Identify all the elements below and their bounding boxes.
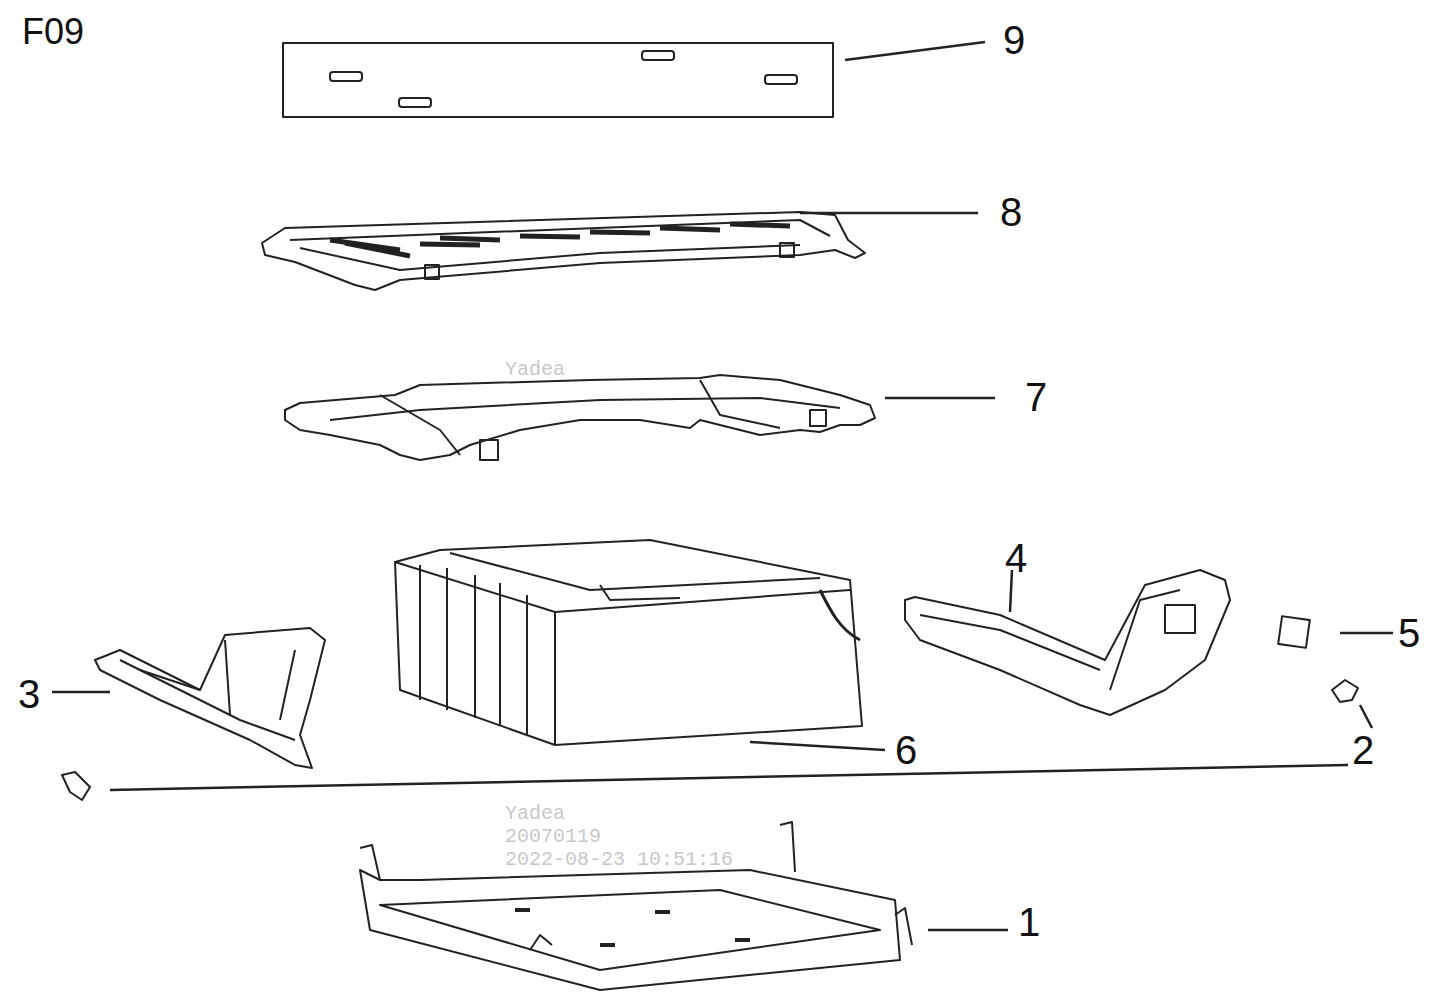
callout-number: 6 [895,730,917,770]
callout-number: 2 [1352,730,1374,770]
watermark: Yadea [505,360,565,380]
clip [62,772,90,800]
top-cover [262,212,865,290]
callout-number: 5 [1398,613,1420,653]
battery-frame [285,375,875,460]
battery-pack [395,540,862,745]
callout-number: 1 [1018,902,1040,942]
clip [1332,680,1358,702]
watermark: 2022-08-23 10:51:16 [505,850,733,870]
leader-lines [52,42,1393,930]
cover-panel [283,43,833,117]
bottom-tray [360,822,912,990]
callout-number: 8 [1000,192,1022,232]
callout-number: 4 [1005,538,1027,578]
left-bracket [95,628,325,768]
right-bracket [905,570,1230,715]
callout-number: 9 [1003,20,1025,60]
callout-number: 3 [18,674,40,714]
callout-number: 7 [1025,377,1047,417]
small-cover [1278,616,1310,648]
watermark: 20070119 [505,827,601,847]
watermark: Yadea [505,804,565,824]
figure-code: F09 [22,14,84,50]
